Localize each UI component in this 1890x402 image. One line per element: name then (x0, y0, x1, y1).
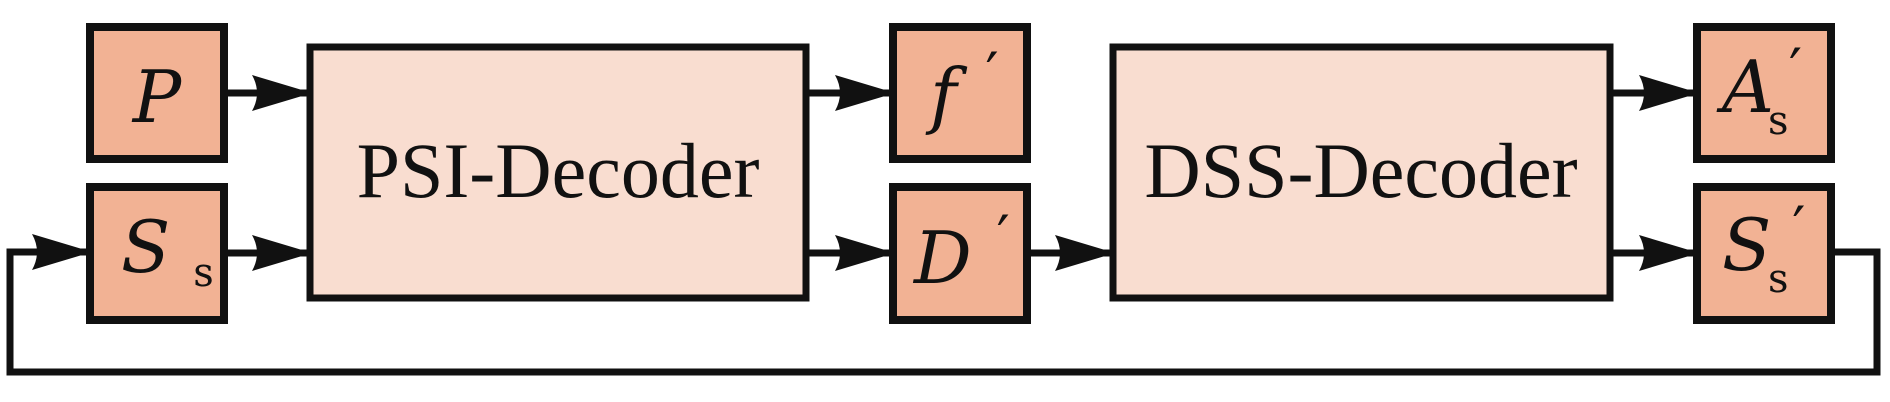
output-asprime-label: A ′ s (1716, 23, 1825, 144)
output-ssprime-box (1693, 183, 1835, 324)
input-p-box (86, 23, 228, 163)
output-ssprime-prime: ′ (1792, 194, 1805, 262)
input-ss-box (86, 183, 228, 324)
output-fprime-label: f ′ (925, 40, 999, 137)
intermediate-dprime-prime: ′ (997, 203, 1010, 271)
input-ss-node: S s (86, 183, 228, 324)
dss-decoder-block: DSS-Decoder (1109, 43, 1614, 302)
feedback-loop-line (6, 234, 1881, 376)
input-ss-subscript: s (193, 250, 214, 296)
output-fprime-symbol: f (925, 53, 968, 137)
output-asprime-prime: ′ (1789, 36, 1802, 104)
output-asprime-subscript: s (1768, 98, 1789, 144)
output-ssprime-subscript: s (1768, 256, 1789, 302)
psi-decoder-label: PSI-Decoder (357, 127, 760, 214)
output-fprime-node: f ′ (889, 23, 1031, 163)
input-p-node: P (86, 23, 228, 163)
intermediate-dprime-box (889, 183, 1031, 324)
dss-decoder-box (1109, 43, 1614, 302)
input-ss-label: S s (121, 205, 214, 296)
intermediate-dprime-symbol: D (912, 216, 972, 300)
psi-decoder-box (306, 43, 810, 302)
input-ss-symbol: S (121, 205, 170, 289)
input-p-label: P (131, 55, 183, 139)
intermediate-dprime-node: D ′ (889, 183, 1031, 324)
output-fprime-prime: ′ (986, 40, 999, 108)
output-ssprime-node: S ′ s (1693, 181, 1835, 324)
output-asprime-symbol: A (1716, 45, 1774, 129)
dss-decoder-label: DSS-Decoder (1144, 127, 1577, 214)
output-asprime-box (1693, 23, 1835, 163)
output-ssprime-label: S ′ s (1722, 181, 1828, 302)
output-ssprime-symbol: S (1722, 203, 1771, 287)
output-asprime-node: A ′ s (1693, 23, 1835, 163)
intermediate-dprime-label: D ′ (912, 203, 1010, 300)
output-fprime-box (889, 23, 1031, 163)
psi-decoder-block: PSI-Decoder (306, 43, 810, 302)
